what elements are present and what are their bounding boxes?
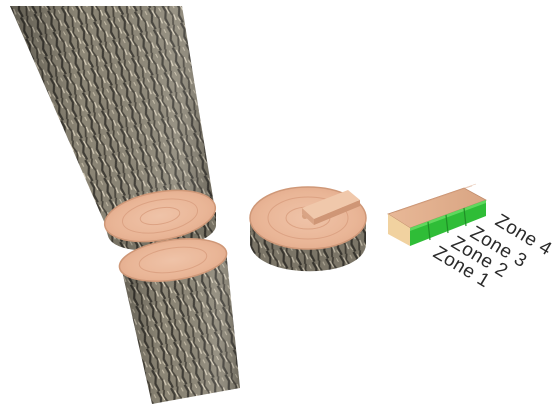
lower-trunk bbox=[117, 233, 240, 404]
